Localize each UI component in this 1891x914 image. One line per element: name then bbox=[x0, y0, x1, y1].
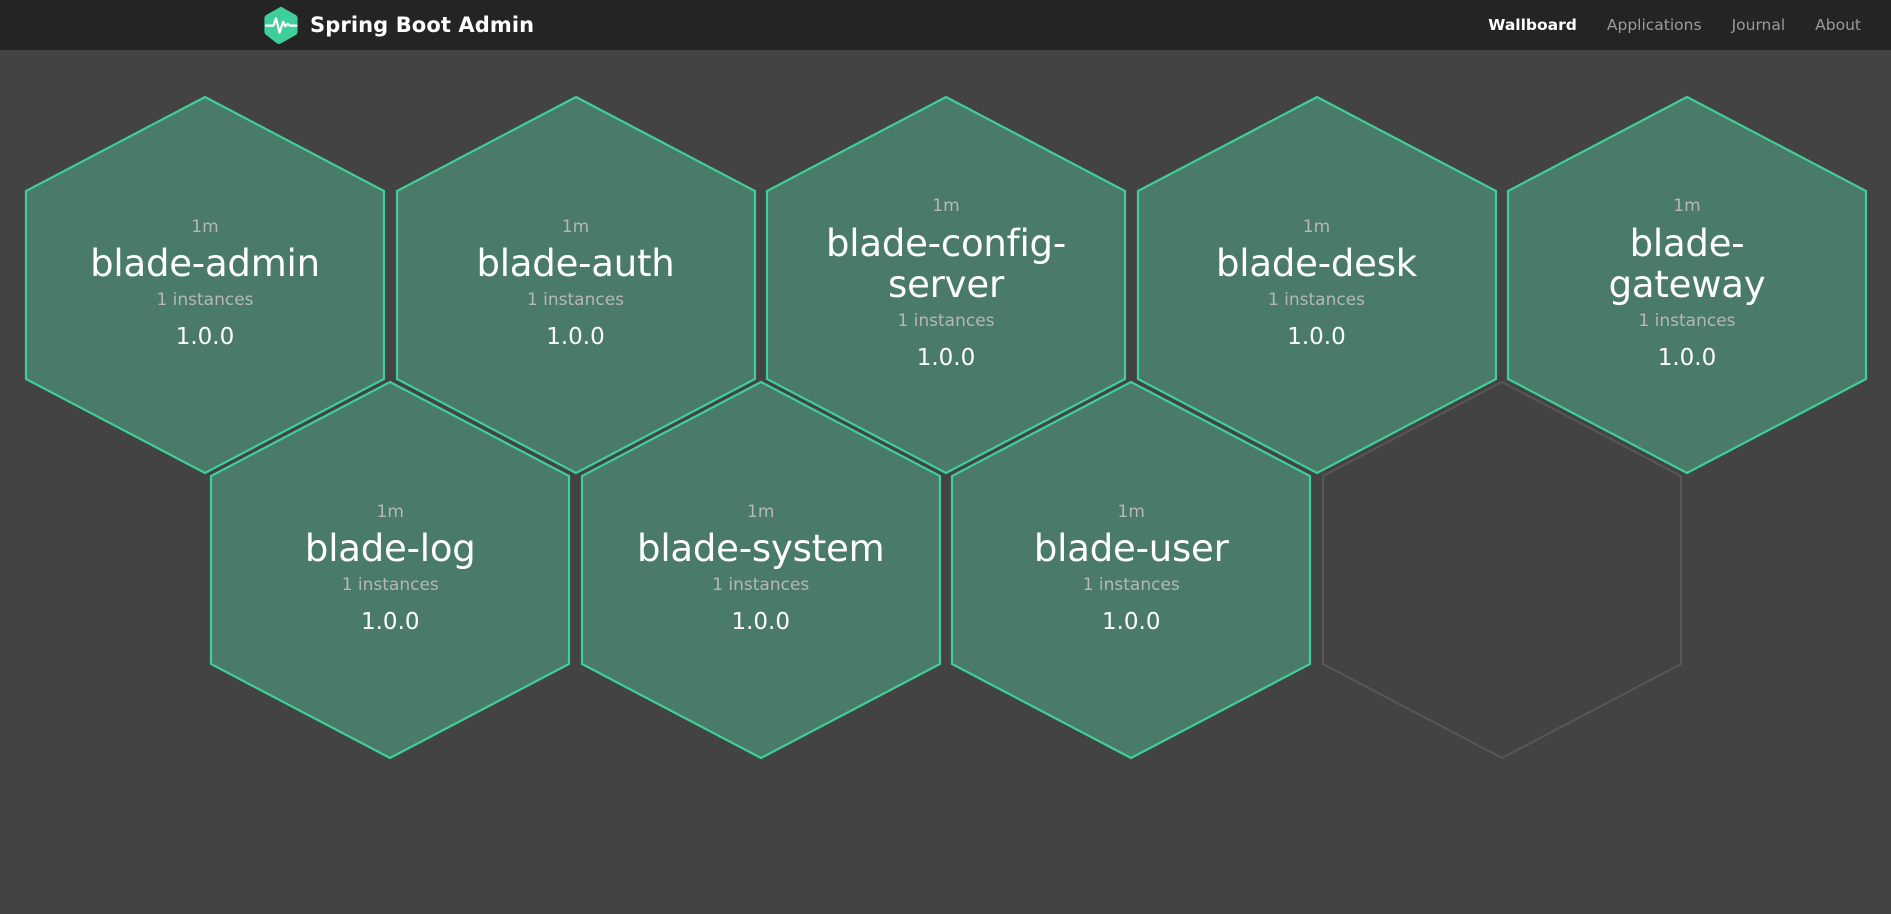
nav-item-applications[interactable]: Applications bbox=[1606, 16, 1702, 34]
main-nav: Wallboard Applications Journal About bbox=[1488, 0, 1861, 50]
application-uptime: 1m bbox=[1673, 196, 1701, 217]
nav-item-journal[interactable]: Journal bbox=[1731, 16, 1786, 34]
application-name: blade-config-server bbox=[825, 221, 1066, 307]
wallboard-grid: 1m blade-admin 1 instances 1.0.0 1m blade-aut… bbox=[0, 50, 1891, 914]
application-version: 1.0.0 bbox=[916, 344, 976, 371]
nav-item-wallboard[interactable]: Wallboard bbox=[1488, 16, 1577, 34]
application-hexagon-placeholder bbox=[1321, 380, 1683, 760]
application-card-content[interactable]: 1m blade-config-server 1 instances 1.0.0 bbox=[765, 95, 1127, 475]
application-instances: 1 instances bbox=[897, 310, 995, 331]
application-uptime: 1m bbox=[932, 196, 960, 217]
application-instances: 1 instances bbox=[1082, 574, 1180, 595]
application-card-content[interactable]: 1m blade-system 1 instances 1.0.0 bbox=[580, 380, 942, 760]
hexagon-shape bbox=[24, 95, 386, 475]
application-hexagon-blade-user[interactable]: 1m blade-user 1 instances 1.0.0 bbox=[950, 380, 1312, 760]
application-instances: 1 instances bbox=[712, 574, 810, 595]
application-version: 1.0.0 bbox=[360, 609, 420, 636]
application-card-content[interactable]: 1m blade-user 1 instances 1.0.0 bbox=[950, 380, 1312, 760]
nav-item-about[interactable]: About bbox=[1815, 16, 1861, 34]
application-instances: 1 instances bbox=[156, 289, 254, 310]
application-card-content[interactable]: 1m blade-auth 1 instances 1.0.0 bbox=[395, 95, 757, 475]
application-hexagon-blade-admin[interactable]: 1m blade-admin 1 instances 1.0.0 bbox=[24, 95, 386, 475]
brand-home-link[interactable]: Spring Boot Admin bbox=[262, 0, 534, 50]
application-card-content[interactable]: 1m blade-desk 1 instances 1.0.0 bbox=[1136, 95, 1498, 475]
application-name: blade-system bbox=[637, 527, 885, 571]
application-uptime: 1m bbox=[561, 217, 590, 238]
application-name: blade-auth bbox=[476, 242, 675, 286]
application-hexagon-blade-log[interactable]: 1m blade-log 1 instances 1.0.0 bbox=[209, 380, 571, 760]
application-name: blade-gateway bbox=[1608, 221, 1766, 307]
application-hexagon-blade-auth[interactable]: 1m blade-auth 1 instances 1.0.0 bbox=[395, 95, 757, 475]
application-instances: 1 instances bbox=[341, 574, 439, 595]
hexagon-shape bbox=[1321, 380, 1682, 760]
application-version: 1.0.0 bbox=[1101, 609, 1161, 636]
application-version: 1.0.0 bbox=[1287, 324, 1346, 351]
hexagon-shape bbox=[765, 95, 1127, 475]
application-hexagon-blade-desk[interactable]: 1m blade-desk 1 instances 1.0.0 bbox=[1136, 95, 1498, 475]
application-name: blade-user bbox=[1033, 527, 1229, 571]
application-instances: 1 instances bbox=[526, 289, 625, 310]
application-name: blade-desk bbox=[1216, 242, 1417, 286]
application-uptime: 1m bbox=[1302, 217, 1331, 238]
application-version: 1.0.0 bbox=[546, 324, 605, 351]
application-version: 1.0.0 bbox=[1657, 344, 1717, 371]
top-navigation-bar: Spring Boot Admin Wallboard Applications… bbox=[0, 0, 1891, 50]
hexagon-shape bbox=[395, 95, 756, 475]
hexagon-shape bbox=[1506, 95, 1868, 475]
application-uptime: 1m bbox=[1117, 502, 1145, 523]
application-version: 1.0.0 bbox=[731, 609, 791, 636]
application-card-content[interactable]: 1m blade-gateway 1 instances 1.0.0 bbox=[1506, 95, 1868, 475]
application-hexagon-blade-gateway[interactable]: 1m blade-gateway 1 instances 1.0.0 bbox=[1506, 95, 1868, 475]
application-uptime: 1m bbox=[747, 502, 775, 523]
application-uptime: 1m bbox=[376, 502, 404, 523]
spring-boot-admin-logo-icon bbox=[262, 5, 300, 45]
application-instances: 1 instances bbox=[1267, 289, 1366, 310]
application-card-content[interactable]: 1m blade-admin 1 instances 1.0.0 bbox=[24, 95, 386, 475]
application-card-content[interactable]: 1m blade-log 1 instances 1.0.0 bbox=[209, 380, 571, 760]
hexagon-shape bbox=[1136, 95, 1497, 475]
application-hexagon-blade-system[interactable]: 1m blade-system 1 instances 1.0.0 bbox=[580, 380, 942, 760]
brand-title: Spring Boot Admin bbox=[310, 13, 535, 37]
application-instances: 1 instances bbox=[1638, 310, 1736, 331]
hexagon-shape bbox=[210, 380, 571, 760]
application-uptime: 1m bbox=[191, 217, 219, 238]
application-name: blade-admin bbox=[90, 242, 320, 286]
hexagon-shape bbox=[951, 380, 1312, 760]
application-name: blade-log bbox=[304, 527, 476, 571]
application-version: 1.0.0 bbox=[175, 324, 235, 351]
application-hexagon-blade-config-server[interactable]: 1m blade-config-server 1 instances 1.0.0 bbox=[765, 95, 1127, 475]
hexagon-shape bbox=[580, 380, 941, 760]
